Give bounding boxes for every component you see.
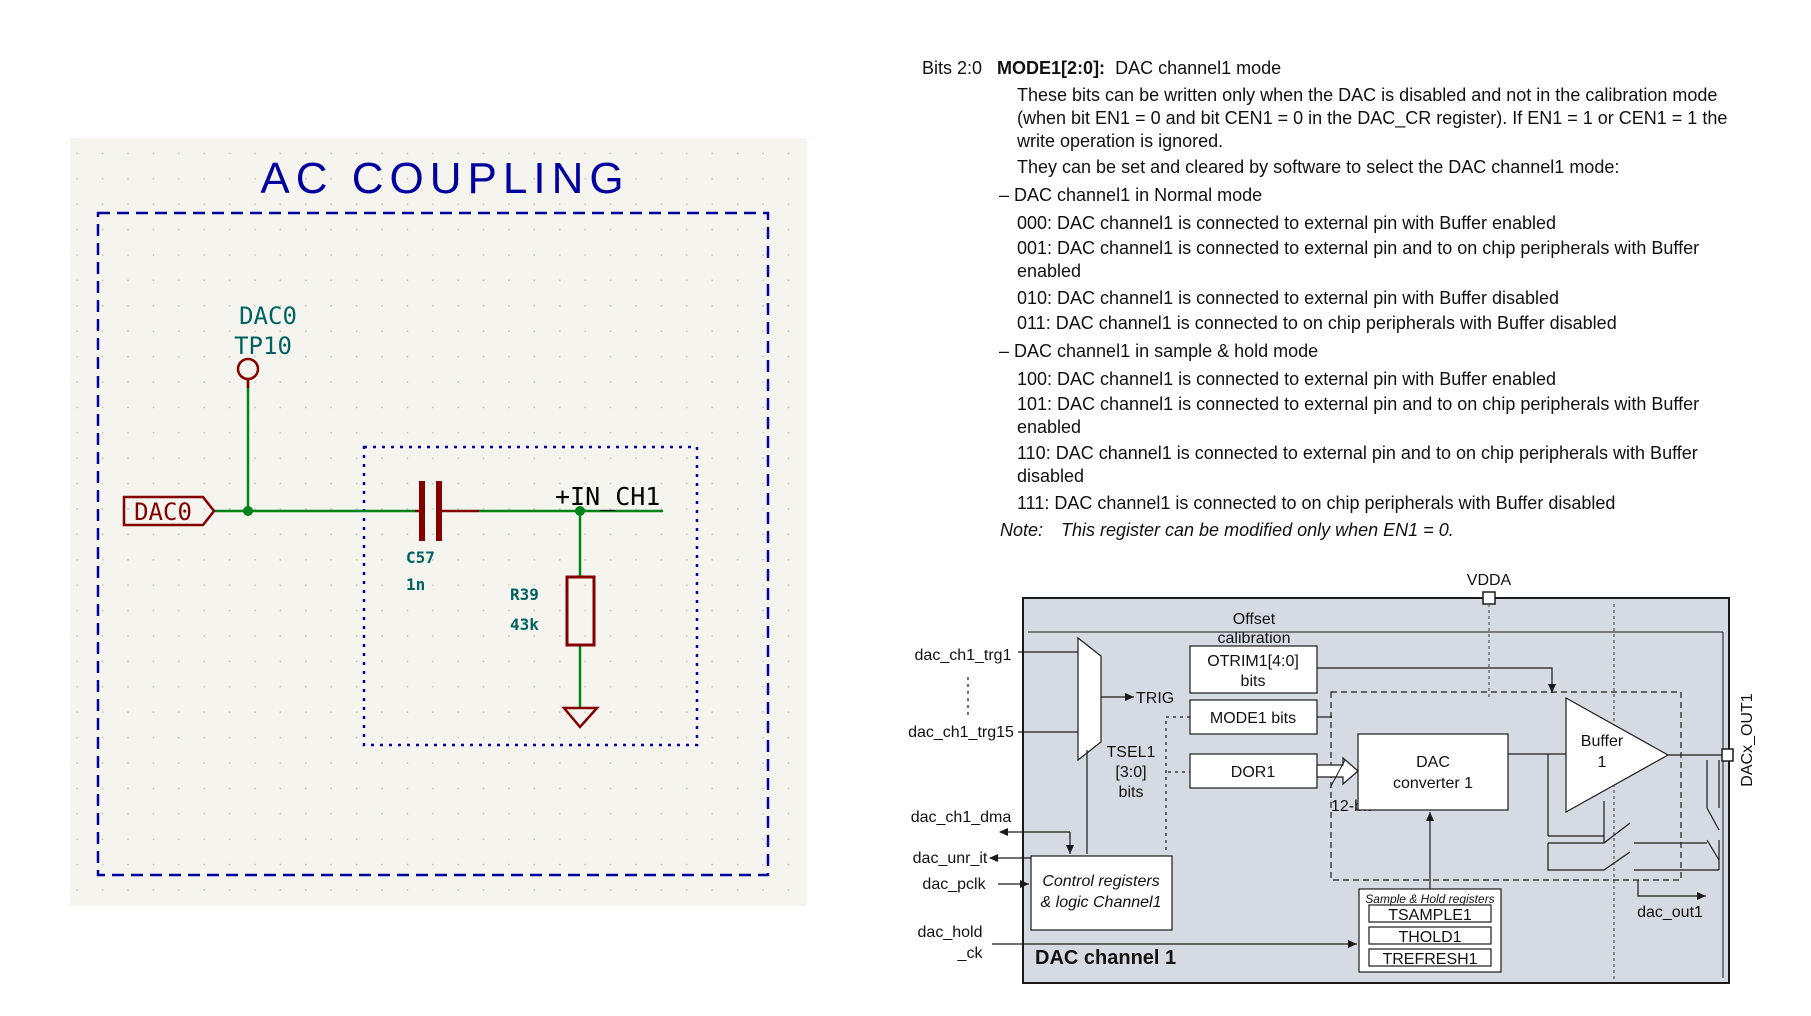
capacitor-plate-left xyxy=(419,481,425,541)
resistor-value: 43k xyxy=(510,615,539,634)
mode-000: 000: DAC channel1 is connected to extern… xyxy=(1017,213,1556,233)
mode-001-cont: enabled xyxy=(1017,261,1081,281)
input-trg15: dac_ch1_trg15 xyxy=(908,724,1014,741)
normal-heading: – DAC channel1 in Normal mode xyxy=(999,185,1262,205)
dac-channel-title: DAC channel 1 xyxy=(1035,947,1176,969)
buffer-label: Buffer xyxy=(1581,733,1624,750)
input-dma: dac_ch1_dma xyxy=(911,809,1012,826)
dor1-label: DOR1 xyxy=(1231,764,1276,781)
vdda-pin xyxy=(1482,591,1496,605)
dac-converter-label-2: converter 1 xyxy=(1393,775,1473,792)
trefresh-box xyxy=(1368,948,1492,967)
net-label: +IN_CH1 xyxy=(555,482,660,511)
register-description: Bits 2:0 MODE1[2:0]: DAC channel1 mode T… xyxy=(922,58,1727,540)
ground-symbol xyxy=(561,706,600,729)
port-label-shape xyxy=(122,495,216,527)
capacitor-plate-right xyxy=(436,481,442,541)
otrim-box xyxy=(1189,645,1318,694)
para1-line3: write operation is ignored. xyxy=(1016,131,1223,151)
mode-100: 100: DAC channel1 is connected to extern… xyxy=(1017,369,1556,389)
schematic-title: AC COUPLING xyxy=(260,154,629,203)
dac-out-pin-label: DACx_OUT1 xyxy=(1739,693,1756,786)
port-label-text: DAC0 xyxy=(134,498,192,526)
dor1-box xyxy=(1189,753,1318,789)
para1-line1: These bits can be written only when the … xyxy=(1017,85,1717,105)
junction-in-ch1 xyxy=(575,506,585,516)
junction-dac0 xyxy=(243,506,253,516)
dac-converter-label-1: DAC xyxy=(1416,754,1450,771)
input-hold-1: dac_hold xyxy=(918,924,983,941)
capacitor-ref: C57 xyxy=(406,548,435,567)
note-label: Note: xyxy=(1000,520,1043,540)
input-trg1: dac_ch1_trg1 xyxy=(915,647,1012,664)
outer-frame xyxy=(96,211,770,877)
dac-converter-box xyxy=(1357,733,1509,811)
para1-line2: (when bit EN1 = 0 and bit CEN1 = 0 in th… xyxy=(1017,108,1727,129)
thold-label: THOLD1 xyxy=(1398,929,1461,946)
input-hold-2: _ck xyxy=(957,945,984,962)
control-label-2: & logic Channel1 xyxy=(1041,894,1162,911)
vdda-label: VDDA xyxy=(1467,572,1512,589)
mode-110: 110: DAC channel1 is connected to extern… xyxy=(1017,443,1698,463)
thold-box xyxy=(1368,926,1492,945)
trigger-mux xyxy=(1077,636,1102,762)
tsample-label: TSAMPLE1 xyxy=(1388,907,1472,924)
note-text: This register can be modified only when … xyxy=(1061,520,1454,540)
otrim-bits: bits xyxy=(1241,673,1266,690)
switch-1 xyxy=(1548,822,1631,844)
dac-out-pin xyxy=(1721,748,1734,762)
offset-label-2: calibration xyxy=(1218,630,1291,647)
mode-001: 001: DAC channel1 is connected to extern… xyxy=(1017,238,1699,258)
tsel-label-1: TSEL1 xyxy=(1107,744,1156,761)
switch-3 xyxy=(1706,839,1720,861)
testpoint-net: DAC0 xyxy=(239,302,297,330)
testpoint-ref: TP10 xyxy=(234,332,292,360)
mode-011: 011: DAC channel1 is connected to on chi… xyxy=(1017,313,1617,333)
svg-text:Bits 2:0 MODE1[2:0]:: Bits 2:0 MODE1[2:0]: DAC channel1 mode xyxy=(922,58,1281,78)
buffer-amp xyxy=(1565,696,1670,814)
switch-2 xyxy=(1547,843,1631,871)
tsel-label-3: bits xyxy=(1119,784,1144,801)
sh-registers-title: Sample & Hold registers xyxy=(1365,892,1494,906)
field-desc: DAC channel1 mode xyxy=(1115,58,1281,78)
input-unr: dac_unr_it xyxy=(913,850,988,867)
mode1-bits-label: MODE1 bits xyxy=(1210,710,1296,727)
dac-out1-label: dac_out1 xyxy=(1637,904,1703,921)
field-name: MODE1[2:0]: xyxy=(997,58,1105,78)
buffer-number: 1 xyxy=(1598,754,1607,771)
mode-110-cont: disabled xyxy=(1017,466,1084,486)
sh-heading: – DAC channel1 in sample & hold mode xyxy=(999,341,1318,361)
para2: They can be set and cleared by software … xyxy=(1017,157,1619,177)
dac-block-diagram: VDDA Offset calibration OTRIM1[4:0] bits… xyxy=(908,572,1756,984)
testpoint-symbol xyxy=(236,357,260,381)
capacitor-value: 1n xyxy=(406,575,425,594)
control-registers-box xyxy=(1030,855,1173,931)
tsel-label-2: [3:0] xyxy=(1115,764,1146,781)
schematic: AC COUPLING DAC0 TP10 DAC0 C57 1n +IN_CH… xyxy=(70,138,807,906)
trefresh-label: TREFRESH1 xyxy=(1382,951,1477,968)
otrim-label: OTRIM1[4:0] xyxy=(1207,653,1299,670)
offset-label-1: Offset xyxy=(1233,611,1276,628)
resistor-body xyxy=(565,575,596,647)
bits-label: Bits 2:0 xyxy=(922,58,982,78)
mode-101: 101: DAC channel1 is connected to extern… xyxy=(1017,394,1699,414)
input-pclk: dac_pclk xyxy=(922,876,986,893)
trig-label: TRIG xyxy=(1136,690,1174,707)
control-label-1: Control registers xyxy=(1042,873,1159,890)
tsample-box xyxy=(1368,904,1492,923)
mode-010: 010: DAC channel1 is connected to extern… xyxy=(1017,288,1559,308)
resistor-ref: R39 xyxy=(510,585,539,604)
mode-101-cont: enabled xyxy=(1017,417,1081,437)
mode-111: 111: DAC channel1 is connected to on chi… xyxy=(1017,493,1615,513)
